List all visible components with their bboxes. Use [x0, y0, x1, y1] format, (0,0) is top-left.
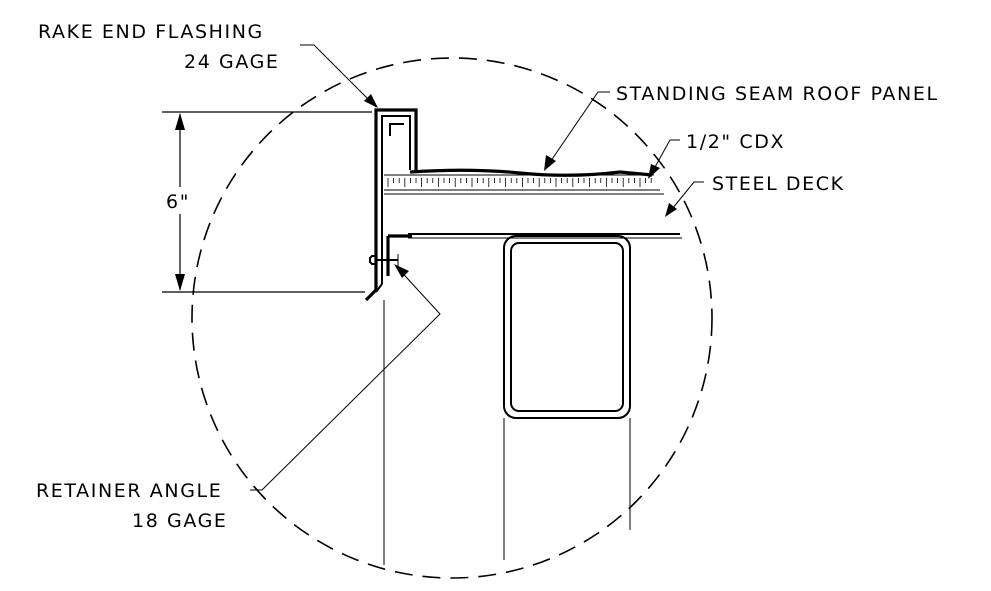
label-standing-seam-roof-panel: STANDING SEAM ROOF PANEL [616, 83, 939, 105]
tube-steel-column [503, 235, 631, 560]
detail-boundary-circle [191, 57, 713, 579]
label-steel-deck: STEEL DECK [712, 173, 845, 195]
label-retainer-angle-gage: 18 GAGE [132, 510, 228, 532]
label-retainer-angle: RETAINER ANGLE [36, 480, 222, 502]
cdx-hatch-ticks [387, 178, 652, 187]
steel-deck [384, 193, 682, 239]
leaders [250, 44, 704, 491]
label-rake-end-flashing: RAKE END FLASHING [38, 21, 264, 43]
dimension-label: 6" [166, 191, 190, 213]
dimension-arrow-bottom [175, 274, 185, 291]
label-rake-end-flashing-gage: 24 GAGE [184, 51, 280, 73]
retainer-angle [369, 234, 412, 276]
standing-seam-roof-panel [384, 168, 654, 177]
dimension-arrow-top [175, 113, 185, 130]
label-cdx: 1/2" CDX [686, 131, 785, 153]
dimension-6in: 6" [162, 111, 372, 293]
rake-end-flashing [364, 108, 418, 302]
cdx-sheathing [384, 178, 660, 191]
